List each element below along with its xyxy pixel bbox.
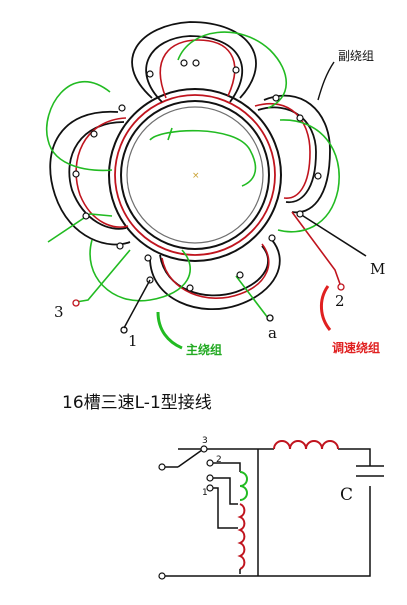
schematic-aux-coil: [273, 440, 339, 450]
schematic-tap-2: 2: [216, 455, 222, 465]
main-pointer: [156, 311, 183, 350]
speed-winding-lobes: [75, 39, 341, 299]
label-terminal-m: M: [370, 260, 385, 278]
schematic-capacitor-label: C: [340, 485, 353, 505]
diagram-caption: 16槽三速L-1型接线: [62, 393, 212, 413]
stator-rings: [108, 88, 282, 262]
label-terminal-2: 2: [335, 292, 345, 310]
speed-pointer: [320, 285, 332, 331]
lead-1: [123, 279, 151, 329]
label-terminal-1: 1: [128, 332, 138, 350]
schematic-tap-3: 3: [202, 436, 208, 446]
main-winding-lobes: [45, 31, 340, 319]
slot-terminals: [72, 59, 322, 292]
schematic-tap-1: 1: [202, 488, 208, 498]
label-terminal-3: 3: [54, 303, 64, 321]
center-mark: ×: [192, 171, 200, 181]
label-terminal-a: a: [268, 324, 277, 342]
red-terminals: [72, 283, 345, 307]
aux-pointer: [317, 61, 335, 101]
schematic: [163, 448, 384, 577]
schematic-green-coil: [239, 471, 248, 501]
schematic-main-coil: [237, 503, 246, 570]
schematic-terminals: [158, 445, 214, 580]
label-aux-winding: 副绕组: [338, 49, 374, 63]
label-speed-winding: 调速绕组: [332, 340, 380, 355]
lead-terminals: [120, 314, 274, 334]
lead-m: [299, 213, 367, 257]
label-main-winding: 主绕组: [186, 342, 222, 357]
